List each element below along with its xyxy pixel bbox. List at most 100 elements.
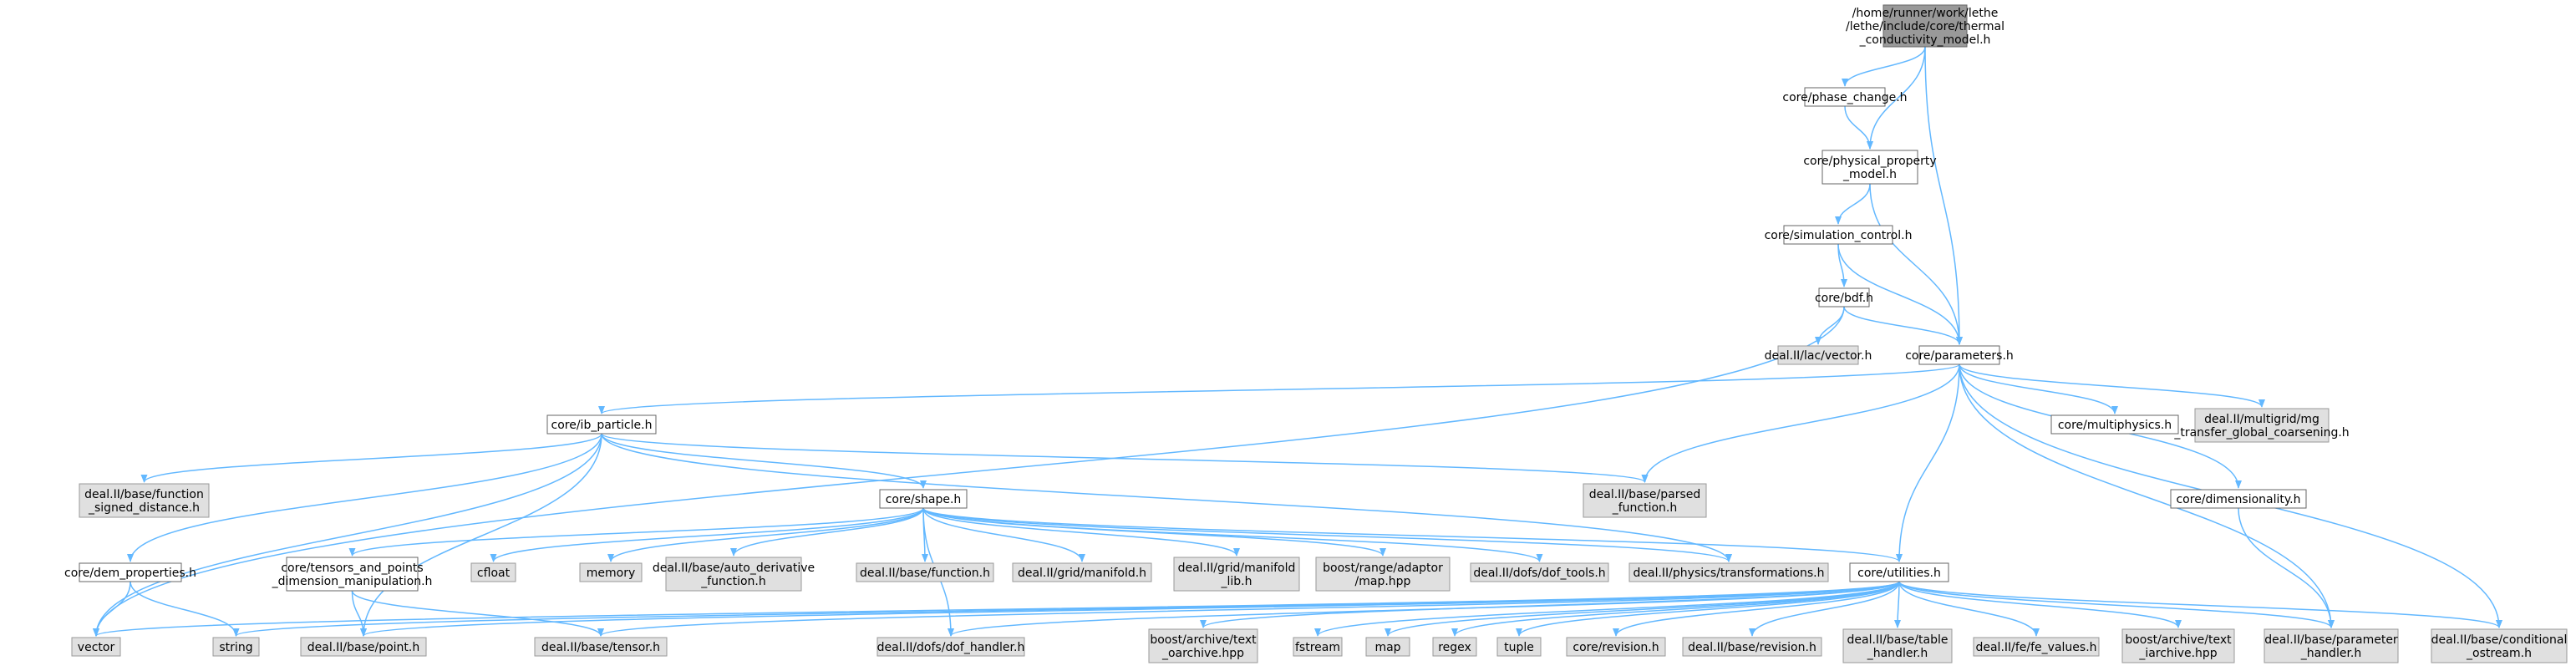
node-box xyxy=(1315,557,1451,592)
node-text-oarchive: boost/archive/text_oarchive.hpp xyxy=(1148,628,1258,663)
node-parsed-function: deal.II/base/parsed_function.h xyxy=(1583,483,1707,518)
node-label: core/bdf.h xyxy=(1815,292,1873,305)
node-label: boost/range/adaptor xyxy=(1323,562,1443,575)
node-box xyxy=(1842,628,1953,663)
edge-parameters-to-parsed_function xyxy=(1641,363,1960,483)
node-box xyxy=(1973,637,2100,657)
edge-bdf-to-parameters xyxy=(1843,306,1963,345)
edge-utilities-to-fe_values xyxy=(1898,581,2040,637)
node-physics-transformations: deal.II/physics/transformations.h xyxy=(1628,562,1829,582)
node-dofs-dof-tools: deal.II/dofs/dof_tools.h xyxy=(1470,562,1609,582)
edge-bdf-to-vector xyxy=(93,306,1845,637)
node-conditional-ostream: deal.II/base/conditional_ostream.h xyxy=(2431,628,2568,663)
node-box xyxy=(2050,414,2179,435)
node-root[interactable]: /home/runner/work/lethe/lethe/include/co… xyxy=(1846,4,2004,48)
edge-physical_property_model-to-parameters xyxy=(1869,183,1963,345)
node-label: _function.h xyxy=(700,575,766,588)
node-label: deal.II/physics/transformations.h xyxy=(1633,567,1825,580)
node-box xyxy=(665,557,802,592)
edge-utilities-to-base_point xyxy=(360,581,1900,637)
node-label: core/revision.h xyxy=(1573,641,1659,654)
node-label: _model.h xyxy=(1842,168,1897,181)
edge-root-to-phase_change xyxy=(1842,46,1926,87)
node-dimensionality[interactable]: core/dimensionality.h xyxy=(2170,489,2307,509)
node-label: _signed_distance.h xyxy=(88,501,200,515)
node-dem-properties[interactable]: core/dem_properties.h xyxy=(64,562,196,582)
node-box xyxy=(300,637,427,657)
node-box xyxy=(71,637,121,657)
node-label: core/tensors_and_points xyxy=(281,562,423,575)
edge-shape-to-tensors_and_points xyxy=(348,507,924,557)
node-label: fstream xyxy=(1295,641,1340,654)
node-box xyxy=(286,557,419,592)
node-label: _conductivity_model.h xyxy=(1859,33,1991,47)
node-boost-range-map: boost/range/adaptor/map.hpp xyxy=(1315,557,1451,592)
node-box xyxy=(2431,628,2568,663)
node-label: core/dimensionality.h xyxy=(2176,493,2300,506)
node-box xyxy=(470,562,516,582)
node-multiphysics[interactable]: core/multiphysics.h xyxy=(2050,414,2179,435)
node-regex: regex xyxy=(1432,637,1477,657)
node-shape[interactable]: core/shape.h xyxy=(879,489,968,509)
node-box xyxy=(1821,150,1918,185)
node-physical-property-model[interactable]: core/physical_property_model.h xyxy=(1803,150,1937,185)
node-label: string xyxy=(219,641,252,654)
edge-dem_properties-to-vector xyxy=(93,581,131,637)
node-box xyxy=(1628,562,1829,582)
edge-parameters-to-mg_transfer xyxy=(1959,363,2265,408)
node-bdf[interactable]: core/bdf.h xyxy=(1815,287,1873,308)
edge-utilities-to-base_tensor xyxy=(597,581,1900,637)
node-mg-transfer: deal.II/multigrid/mg_transfer_global_coa… xyxy=(2173,408,2350,443)
edge-utilities-to-text_oarchive xyxy=(1200,581,1900,628)
node-text-iarchive: boost/archive/text_iarchive.hpp xyxy=(2121,628,2235,663)
node-table-handler: deal.II/base/table_handler.h xyxy=(1842,628,1953,663)
node-auto-derivative-function: deal.II/base/auto_derivative_function.h xyxy=(653,557,815,592)
node-ib-particle[interactable]: core/ib_particle.h xyxy=(546,414,657,435)
node-core-revision: core/revision.h xyxy=(1566,637,1666,657)
node-label: _dimension_manipulation.h xyxy=(272,575,433,588)
edge-utilities-to-table_handler xyxy=(1894,581,1902,628)
edge-utilities-to-tuple xyxy=(1516,581,1900,637)
node-box xyxy=(579,562,643,582)
edge-ib_particle-to-parsed_function xyxy=(601,433,1649,483)
edge-utilities-to-text_iarchive xyxy=(1898,581,2182,628)
node-box xyxy=(2121,628,2235,663)
node-parameters[interactable]: core/parameters.h xyxy=(1905,345,2014,365)
edge-root-to-parameters xyxy=(1924,46,1963,345)
node-grid-manifold: deal.II/grid/manifold.h xyxy=(1012,562,1152,582)
node-grid-manifold-lib: deal.II/grid/manifold_lib.h xyxy=(1173,557,1300,592)
node-string: string xyxy=(212,637,260,657)
node-cfloat: cfloat xyxy=(470,562,516,582)
node-box xyxy=(79,483,210,518)
node-box xyxy=(1148,628,1258,663)
edge-shape-to-dofs_dof_tools xyxy=(922,507,1543,562)
node-label: _oarchive.hpp xyxy=(1161,647,1244,660)
node-label: deal.II/lac/vector.h xyxy=(1765,349,1872,363)
node-phase-change[interactable]: core/phase_change.h xyxy=(1782,87,1908,107)
node-box xyxy=(1682,637,1822,657)
node-label: core/utilities.h xyxy=(1857,567,1941,580)
node-label: deal.II/dofs/dof_handler.h xyxy=(877,641,1025,654)
node-label: map xyxy=(1374,641,1400,654)
node-box xyxy=(1818,287,1870,308)
node-label: _iarchive.hpp xyxy=(2138,647,2217,660)
node-lac-vector: deal.II/lac/vector.h xyxy=(1765,345,1872,365)
node-label: vector xyxy=(78,641,115,654)
node-box xyxy=(1432,637,1477,657)
node-simulation-control[interactable]: core/simulation_control.h xyxy=(1765,225,1913,245)
node-label: deal.II/base/function xyxy=(84,488,204,501)
node-label: core/simulation_control.h xyxy=(1765,229,1913,242)
edge-dimensionality-to-parameter_handler xyxy=(2238,507,2335,628)
node-label: core/multiphysics.h xyxy=(2058,419,2172,432)
node-label: deal.II/grid/manifold xyxy=(1178,562,1296,575)
node-tensors-and-points[interactable]: core/tensors_and_points_dimension_manipu… xyxy=(272,557,433,592)
node-parameter-handler: deal.II/base/parameter_handler.h xyxy=(2264,628,2399,663)
edge-shape-to-physics_transformations xyxy=(922,507,1732,562)
node-label: core/dem_properties.h xyxy=(64,567,196,580)
node-label: boost/archive/text xyxy=(2125,633,2232,647)
edge-utilities-to-parameter_handler xyxy=(1898,581,2335,628)
edge-utilities-to-regex xyxy=(1451,581,1900,637)
node-base-function: deal.II/base/function.h xyxy=(856,562,994,582)
node-utilities[interactable]: core/utilities.h xyxy=(1849,562,1949,582)
